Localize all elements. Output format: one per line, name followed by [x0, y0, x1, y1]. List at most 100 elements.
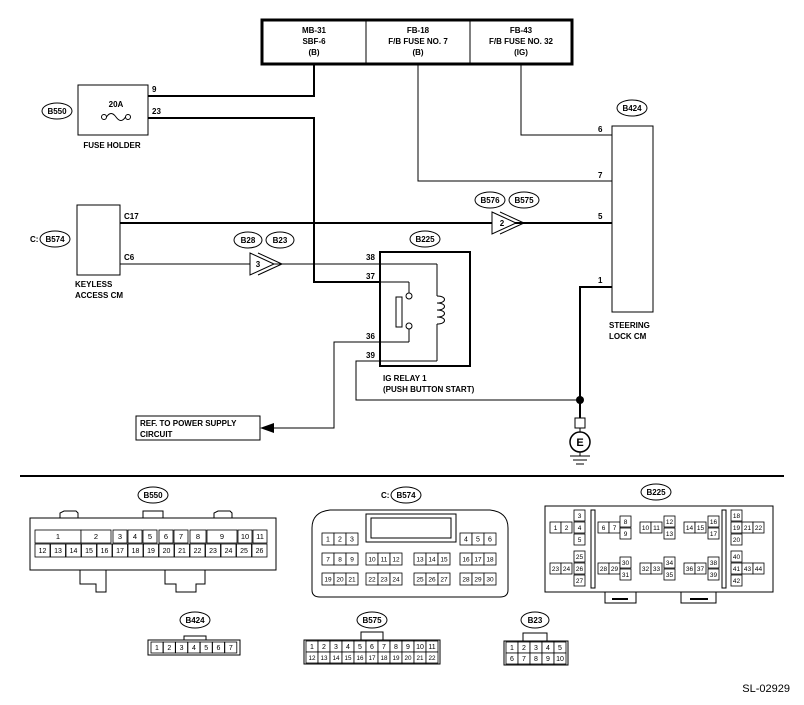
fuse-fb43: FB-43 F/B FUSE NO. 32 (IG) [489, 26, 554, 57]
pin-b225-19: 19 [730, 521, 743, 534]
pin-b574-28: 28 [459, 572, 473, 586]
svg-text:7: 7 [613, 525, 617, 532]
svg-text:6: 6 [370, 644, 374, 651]
connector-b28-b23: 3 B28 B23 [233, 231, 295, 276]
relay-label-1: IG RELAY 1 [383, 374, 427, 383]
pin-b574-16: 16 [459, 552, 473, 566]
ground-symbol: E [569, 396, 591, 465]
keyless-pin-c6: C6 [124, 253, 135, 262]
svg-text:15: 15 [344, 655, 352, 662]
pin-b575-10: 10 [413, 640, 427, 653]
pin-b574-3: 3 [345, 532, 359, 546]
pin-b550-12: 12 [34, 543, 51, 558]
pin-b225-4: 4 [573, 521, 586, 534]
pin-b225-25: 25 [573, 550, 586, 563]
svg-text:12: 12 [39, 548, 47, 555]
pin-b574-2: 2 [333, 532, 347, 546]
svg-text:23: 23 [380, 576, 388, 583]
badge-b23: B23 [273, 236, 288, 245]
pin-b550-7: 7 [173, 529, 189, 544]
svg-text:10: 10 [556, 656, 564, 663]
svg-text:6: 6 [488, 537, 492, 544]
pin-b575-12: 12 [305, 651, 319, 664]
svg-text:9: 9 [624, 531, 628, 538]
steer-pin-6: 6 [598, 125, 603, 134]
svg-text:25: 25 [416, 576, 424, 583]
svg-text:5: 5 [578, 537, 582, 544]
pin-b574-25: 25 [413, 572, 427, 586]
pin-b574-8: 8 [333, 552, 347, 566]
pin-b225-24: 24 [560, 562, 573, 575]
badge-b225-view: B225 [646, 488, 666, 497]
pin-b574-21: 21 [345, 572, 359, 586]
svg-text:27: 27 [576, 578, 584, 585]
svg-text:3: 3 [578, 513, 582, 520]
steer-pin-7: 7 [598, 171, 603, 180]
svg-text:19: 19 [392, 655, 400, 662]
pin-b574-6: 6 [483, 532, 497, 546]
pin-b225-26: 26 [573, 562, 586, 575]
pin-b225-36: 36 [683, 562, 696, 575]
svg-text:17: 17 [710, 531, 718, 538]
svg-text:30: 30 [622, 560, 630, 567]
badge-b574: B574 [45, 235, 65, 244]
svg-text:31: 31 [622, 572, 630, 579]
svg-text:2: 2 [565, 525, 569, 532]
svg-text:24: 24 [225, 548, 233, 555]
pin-b575-6: 6 [365, 640, 379, 653]
svg-text:2: 2 [167, 645, 171, 652]
svg-text:7: 7 [179, 532, 183, 541]
svg-text:16: 16 [462, 556, 470, 563]
svg-text:12: 12 [308, 655, 316, 662]
pin-b225-32: 32 [639, 562, 652, 575]
fuse-holder-label: FUSE HOLDER [83, 141, 141, 150]
pin-b574-30: 30 [483, 572, 497, 586]
pin-b574-1: 1 [321, 532, 335, 546]
svg-text:FB-43: FB-43 [510, 26, 533, 35]
svg-text:7: 7 [326, 556, 330, 563]
pin-b23-7: 7 [517, 652, 531, 665]
svg-text:35: 35 [666, 572, 674, 579]
b574-view-prefix: C: [381, 491, 389, 500]
pin-b424-6: 6 [212, 641, 225, 654]
svg-text:29: 29 [474, 576, 482, 583]
pin-b550-26: 26 [251, 543, 268, 558]
pin-b574-29: 29 [471, 572, 485, 586]
svg-text:29: 29 [611, 566, 619, 573]
pin-b574-20: 20 [333, 572, 347, 586]
relay-pin-37: 37 [366, 272, 375, 281]
badge-b574-view: B574 [396, 491, 416, 500]
svg-text:4: 4 [346, 644, 350, 651]
svg-text:4: 4 [546, 645, 550, 652]
fuse-block: MB-31 SBF-6 (B) FB-18 F/B FUSE NO. 7 (B)… [260, 18, 574, 66]
ref-label-2: CIRCUIT [140, 430, 173, 439]
wire-relay-36-ref [272, 341, 380, 429]
wire-fb43-steer-6 [520, 64, 612, 136]
svg-text:5: 5 [476, 537, 480, 544]
pin-b574-9: 9 [345, 552, 359, 566]
pin-b424-5: 5 [199, 641, 213, 654]
svg-text:16: 16 [710, 519, 718, 526]
svg-text:8: 8 [624, 519, 628, 526]
svg-text:4: 4 [464, 537, 468, 544]
badge-b576: B576 [480, 196, 500, 205]
svg-text:23: 23 [552, 566, 560, 573]
badge-b575-view: B575 [362, 616, 382, 625]
pin-b550-3: 3 [112, 529, 128, 544]
svg-text:30: 30 [486, 576, 494, 583]
pin-b225-33: 33 [650, 562, 663, 575]
steering-lock-label-2: LOCK CM [609, 332, 647, 341]
pin-b225-44: 44 [752, 562, 765, 575]
keyless-prefix: C: [30, 235, 38, 244]
svg-text:10: 10 [368, 556, 376, 563]
pin-b23-2: 2 [517, 641, 531, 654]
pin-b574-19: 19 [321, 572, 335, 586]
pin-b575-1: 1 [305, 640, 319, 653]
svg-text:15: 15 [440, 556, 448, 563]
svg-text:2: 2 [522, 645, 526, 652]
pin-b225-14: 14 [683, 521, 696, 534]
